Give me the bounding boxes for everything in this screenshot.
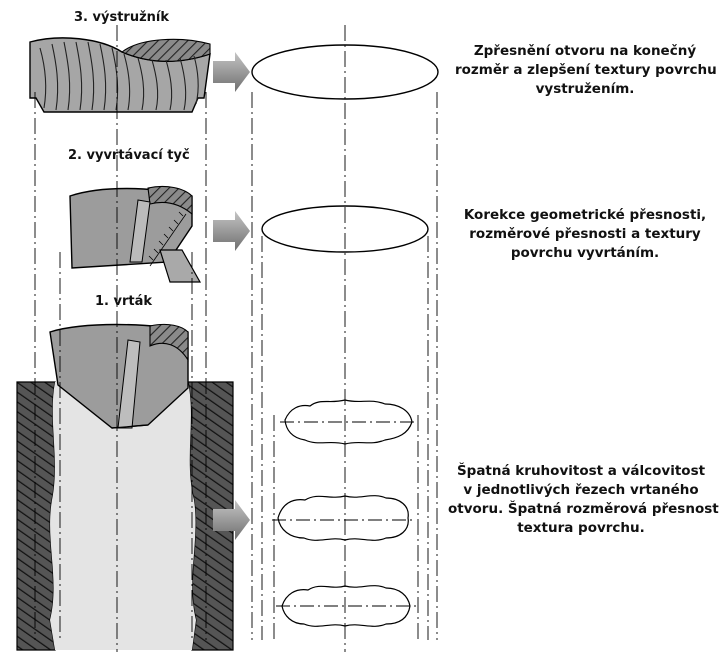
reamed-section: [251, 44, 439, 100]
boring-line-3: povrchu vyvrtáním.: [510, 245, 660, 261]
reaming-description: Zpřesnění otvoru na konečný rozměr a zle…: [455, 42, 717, 99]
boring-line-2: rozměrové přesnosti a textury: [469, 226, 701, 242]
drill-tool: [49, 323, 189, 429]
boring-description: Korekce geometrické přesnosti, rozměrové…: [455, 206, 715, 263]
arrow-drilling: [213, 500, 250, 540]
drilling-line-2: v jednotlivých řezech vrtaného: [463, 482, 699, 498]
reaming-line-3: vystružením.: [535, 81, 635, 97]
boring-bar-label: 2. vyvrtávací tyč: [68, 148, 190, 163]
reaming-line-1: Zpřesnění otvoru na konečný: [473, 43, 697, 59]
drilling-line-1: Špatná kruhovitost a válcovitost: [456, 463, 706, 479]
arrow-boring: [213, 211, 250, 251]
drill-label: 1. vrták: [95, 294, 153, 309]
arrows: [213, 52, 250, 540]
boring-bar-tool: [69, 185, 202, 283]
reaming-line-2: rozměr a zlepšení textury povrchu: [455, 62, 717, 78]
guide-lines: [34, 25, 438, 652]
bored-section: [261, 205, 429, 253]
drilling-line-3: otvoru. Špatná rozměrová přesnost a: [448, 501, 719, 517]
drilling-line-4: textura povrchu.: [517, 520, 645, 536]
reamer-tool: [29, 37, 211, 113]
drilling-description: Špatná kruhovitost a válcovitost v jedno…: [448, 462, 719, 538]
arrow-reaming: [213, 52, 250, 92]
boring-line-1: Korekce geometrické přesnosti,: [463, 207, 707, 223]
drilled-sections: [272, 399, 418, 627]
reamer-label: 3. výstružník: [74, 10, 169, 25]
